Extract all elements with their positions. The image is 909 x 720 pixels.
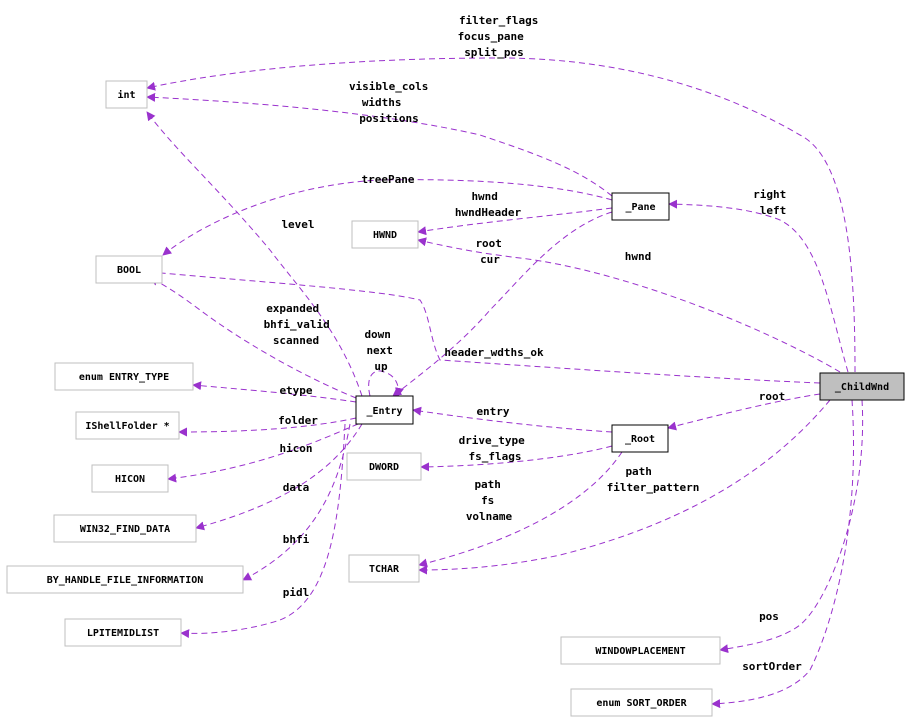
svg-text:enum SORT_ORDER: enum SORT_ORDER <box>596 698 687 709</box>
edge-entry-bhfi <box>242 423 351 581</box>
edge-childwnd-sortorder <box>711 399 855 709</box>
edge-label: hwnd <box>625 250 652 263</box>
node-windowplacement[interactable]: WINDOWPLACEMENT <box>560 636 721 665</box>
node-enum-entry-type[interactable]: enum ENTRY_TYPE <box>54 362 194 391</box>
edge-label: root cur <box>475 237 508 266</box>
svg-text:BY_HANDLE_FILE_INFORMATION: BY_HANDLE_FILE_INFORMATION <box>47 575 204 586</box>
edge-label: level <box>281 218 314 231</box>
edge-childwnd-windowplacement <box>719 399 864 654</box>
edge-label: right left <box>753 188 793 217</box>
node-childwnd[interactable]: _ChildWnd <box>819 372 905 401</box>
edge-label: filter_flags focus_pane split_pos <box>458 14 545 59</box>
edge-entry-bool <box>149 277 357 399</box>
node-entry[interactable]: _Entry <box>355 395 414 425</box>
node-ishellfolder[interactable]: IShellFolder * <box>75 411 180 440</box>
edge-label: folder <box>278 414 318 427</box>
edge-root-dword <box>420 445 613 472</box>
edge-label: hicon <box>279 442 312 455</box>
edge-pane-entry <box>392 211 613 397</box>
node-tchar[interactable]: TCHAR <box>348 554 420 583</box>
edge-label: down next up <box>364 328 399 373</box>
edge-entry-int <box>146 111 363 397</box>
node-bool[interactable]: BOOL <box>95 255 163 284</box>
edge-label: expanded bhfi_valid scanned <box>264 302 337 347</box>
node-enum-sort-order[interactable]: enum SORT_ORDER <box>570 688 713 717</box>
nodes: int HWND BOOL enum ENTRY_TYPE IShellFold… <box>6 80 905 717</box>
svg-text:LPITEMIDLIST: LPITEMIDLIST <box>87 628 159 639</box>
edge-label: sortOrder <box>742 660 802 673</box>
svg-text:HWND: HWND <box>373 230 397 241</box>
edge-label: bhfi <box>283 533 310 546</box>
svg-text:HICON: HICON <box>115 474 145 485</box>
node-by-handle-file-information[interactable]: BY_HANDLE_FILE_INFORMATION <box>6 565 244 594</box>
edge-childwnd-hwnd <box>417 237 841 373</box>
edge-label: etype <box>279 384 312 397</box>
node-lpitemidlist[interactable]: LPITEMIDLIST <box>64 618 182 647</box>
svg-text:DWORD: DWORD <box>369 462 399 473</box>
svg-text:_ChildWnd: _ChildWnd <box>835 381 889 393</box>
edge-entry-self <box>368 370 404 397</box>
edge-childwnd-root <box>667 393 821 431</box>
svg-text:BOOL: BOOL <box>117 265 141 276</box>
edge-childwnd-bool <box>149 268 821 384</box>
node-hwnd[interactable]: HWND <box>351 220 419 249</box>
svg-text:WIN32_FIND_DATA: WIN32_FIND_DATA <box>80 524 170 535</box>
svg-text:TCHAR: TCHAR <box>369 564 400 575</box>
edge-label: header_wdths_ok <box>444 346 544 359</box>
edge-label: path filter_pattern <box>607 465 700 494</box>
edge-childwnd-int <box>146 57 856 373</box>
edge-label: root <box>759 390 786 403</box>
node-root[interactable]: _Root <box>611 424 669 453</box>
edge-label: pidl <box>283 586 310 599</box>
node-win32-find-data[interactable]: WIN32_FIND_DATA <box>53 514 197 543</box>
edge-label: drive_type fs_flags <box>459 434 532 463</box>
svg-text:IShellFolder *: IShellFolder * <box>85 421 169 432</box>
edge-label: path fs volname <box>466 478 513 523</box>
edge-pane-bool <box>162 179 613 256</box>
svg-text:_Pane: _Pane <box>625 202 655 213</box>
edge-label: treePane <box>362 173 415 186</box>
svg-text:enum ENTRY_TYPE: enum ENTRY_TYPE <box>79 372 169 383</box>
edge-childwnd-pane <box>668 199 849 373</box>
node-hicon[interactable]: HICON <box>91 464 169 493</box>
edge-entry-win32 <box>195 423 363 531</box>
edge-entry-ishellfolder <box>178 417 357 437</box>
node-dword[interactable]: DWORD <box>346 452 422 481</box>
node-pane[interactable]: _Pane <box>611 192 670 221</box>
svg-text:_Entry: _Entry <box>366 406 402 417</box>
edge-label: data <box>283 481 310 494</box>
edges <box>146 57 864 709</box>
edge-entry-pidl <box>180 423 346 639</box>
edge-label: entry <box>476 405 509 418</box>
svg-text:WINDOWPLACEMENT: WINDOWPLACEMENT <box>595 646 685 657</box>
edge-root-entry <box>412 406 613 433</box>
edge-root-tchar <box>418 451 623 568</box>
svg-text:_Root: _Root <box>625 434 655 445</box>
edge-label: pos <box>759 610 779 623</box>
edge-labels: filter_flags focus_pane split_pos visibl… <box>264 14 803 673</box>
edge-childwnd-tchar <box>418 399 831 575</box>
edge-entry-hicon <box>167 423 359 483</box>
edge-entry-entrytype <box>192 381 357 403</box>
edge-label: hwnd hwndHeader <box>455 190 522 219</box>
svg-text:int: int <box>117 89 135 101</box>
edge-pane-hwnd <box>417 207 613 236</box>
edge-pane-int <box>146 92 613 197</box>
edge-label: visible_cols widths positions <box>349 80 435 125</box>
node-int[interactable]: int <box>105 80 148 109</box>
